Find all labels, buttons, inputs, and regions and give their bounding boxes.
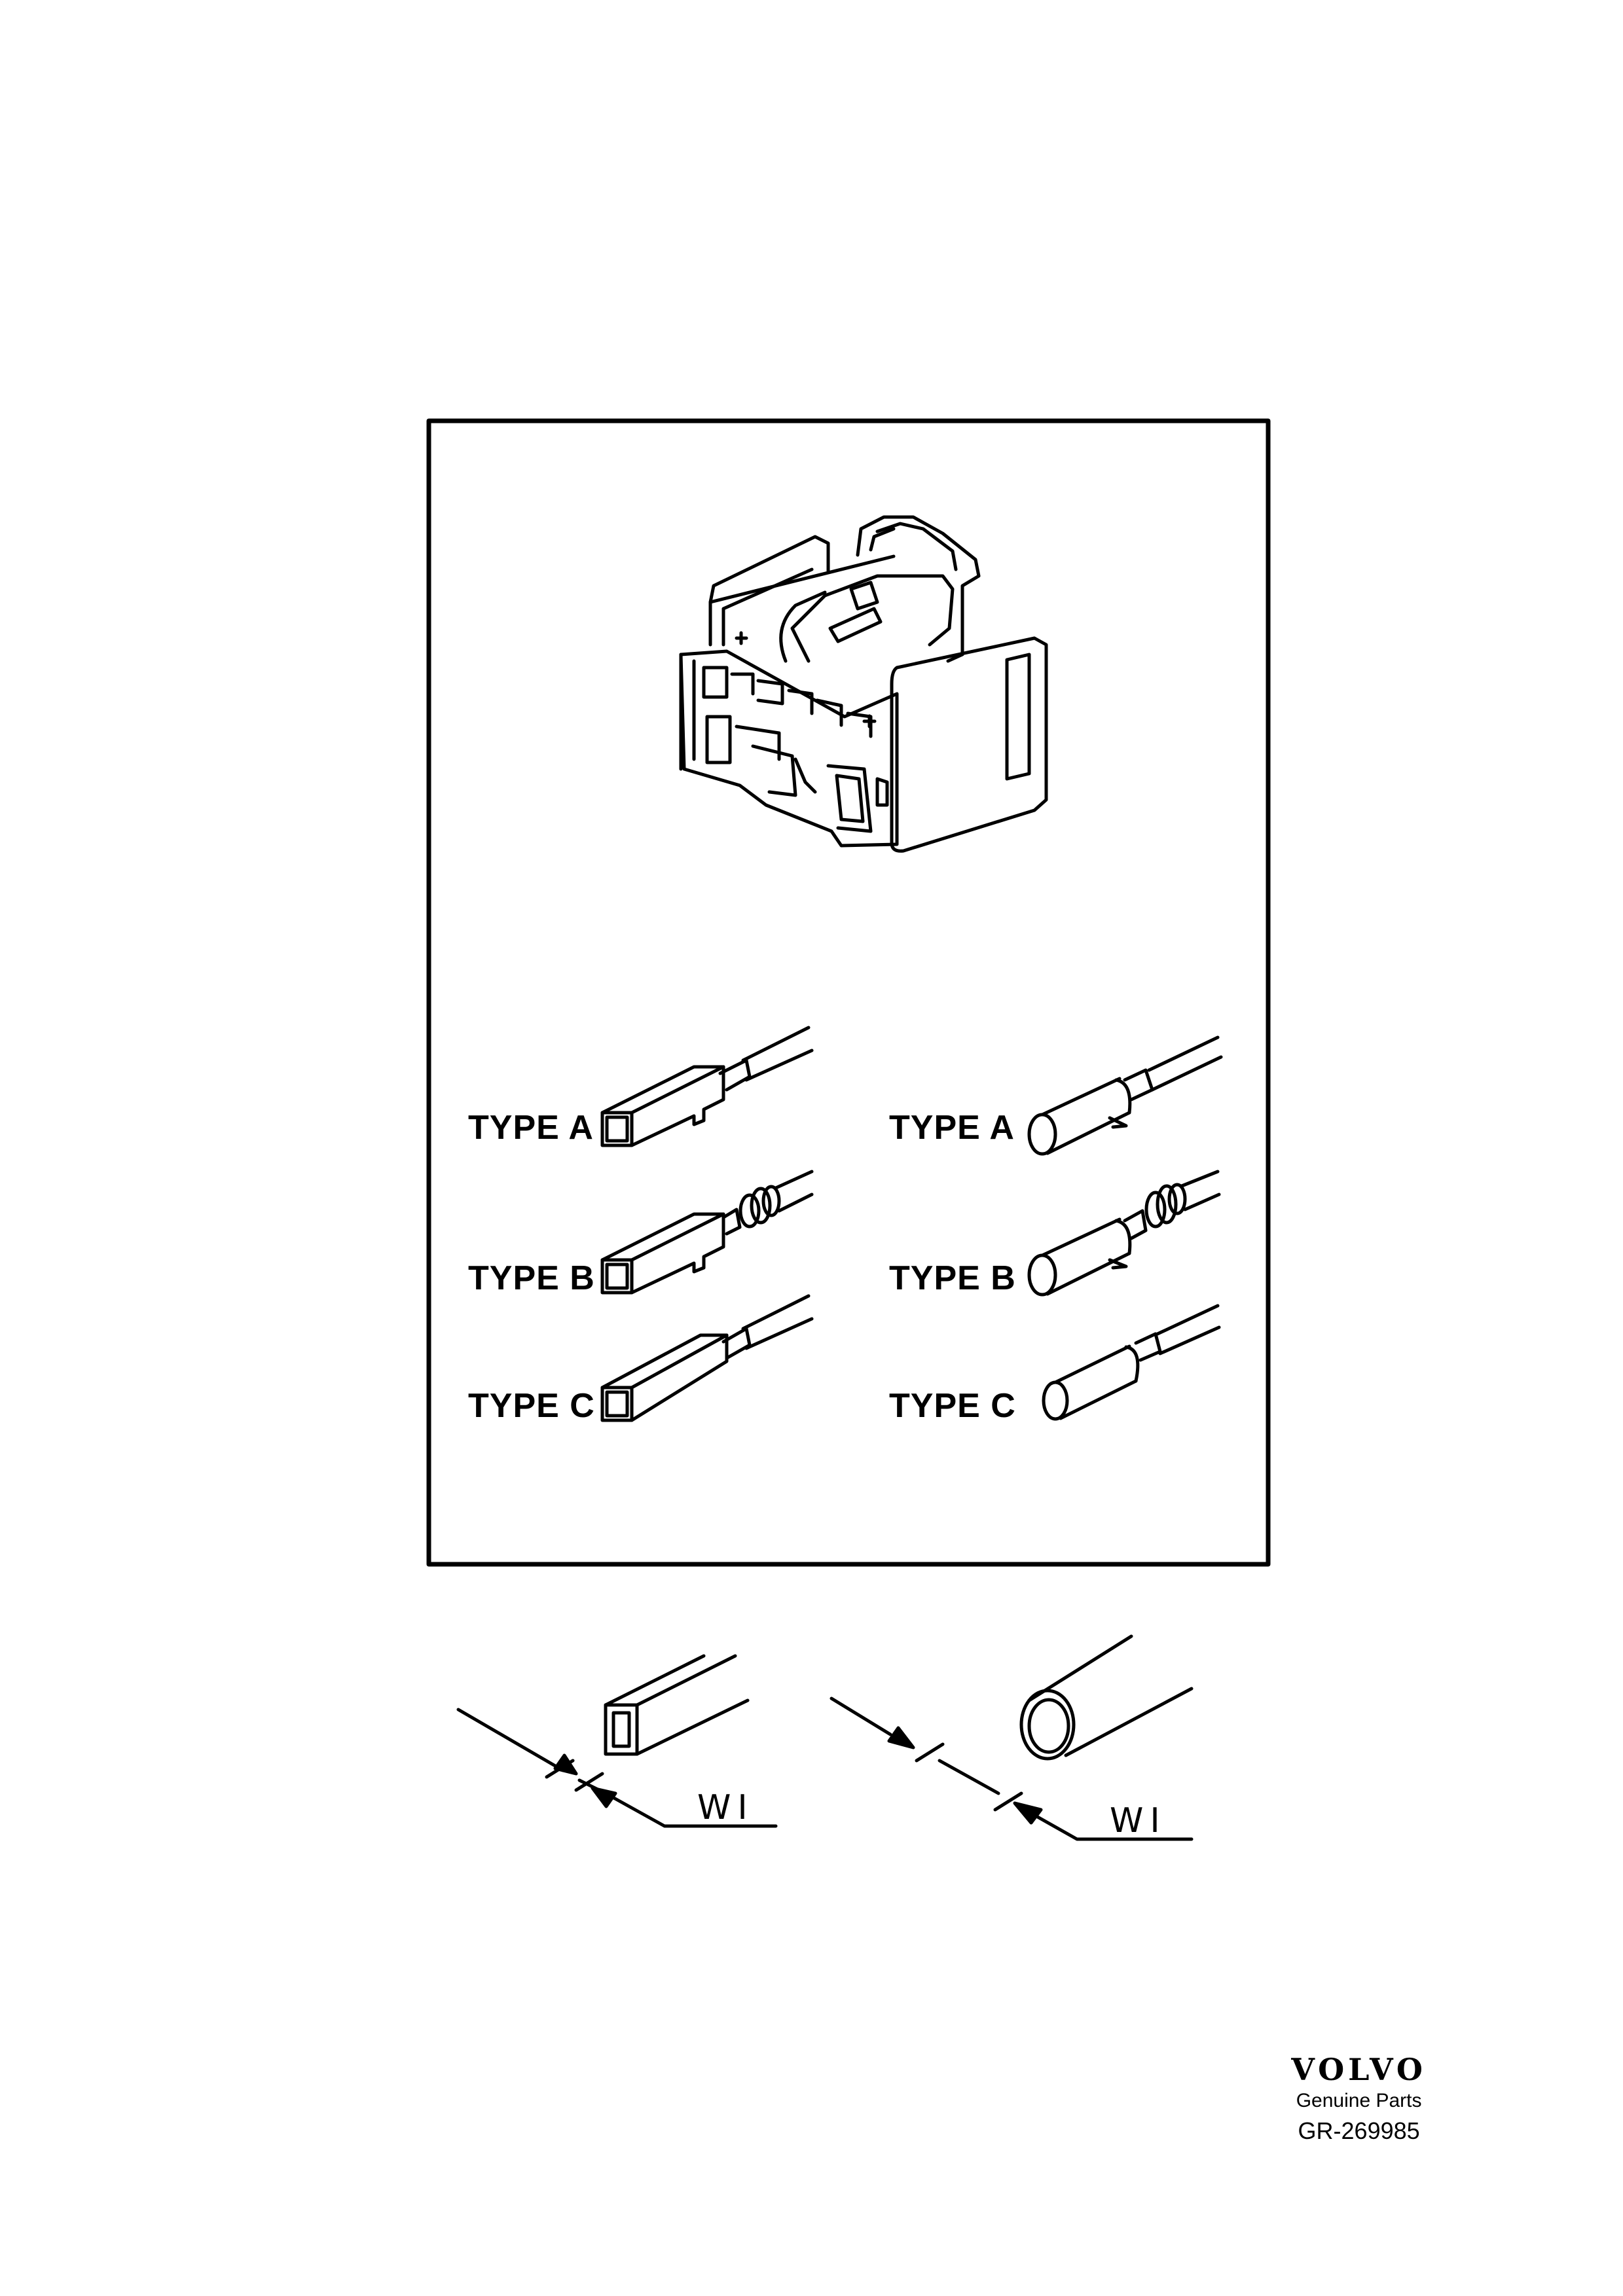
round-section-dimension-drawing <box>830 1634 1194 1841</box>
square-width-label: WI <box>697 1788 754 1827</box>
left-type-a-label: TYPE A <box>468 1109 594 1147</box>
brand-tagline: Genuine Parts <box>1296 2090 1422 2111</box>
right-type-b-label: TYPE B <box>889 1259 1016 1297</box>
round-terminal-type-c-drawing <box>1042 1304 1221 1421</box>
square-section-dimension-drawing <box>456 1654 778 1828</box>
brand-block: VOLVO Genuine Parts GR-269985 <box>1291 2052 1427 2145</box>
right-type-a-label: TYPE A <box>889 1109 1015 1147</box>
round-width-label: WI <box>1110 1801 1167 1840</box>
diagram-frame <box>426 418 1271 1567</box>
square-terminal-type-c-drawing <box>600 1294 814 1422</box>
square-terminal-type-a-drawing <box>600 1026 814 1147</box>
left-type-c-label: TYPE C <box>468 1387 595 1425</box>
volvo-logo: VOLVO <box>1291 2052 1427 2087</box>
reference-number: GR-269985 <box>1298 2117 1420 2144</box>
round-terminal-type-a-drawing <box>1027 1035 1223 1156</box>
round-terminal-type-b-drawing <box>1027 1170 1221 1297</box>
connector-housing-drawing <box>679 515 1048 853</box>
square-terminal-type-b-drawing <box>600 1170 814 1295</box>
right-type-c-label: TYPE C <box>889 1387 1016 1425</box>
left-type-b-label: TYPE B <box>468 1259 595 1297</box>
